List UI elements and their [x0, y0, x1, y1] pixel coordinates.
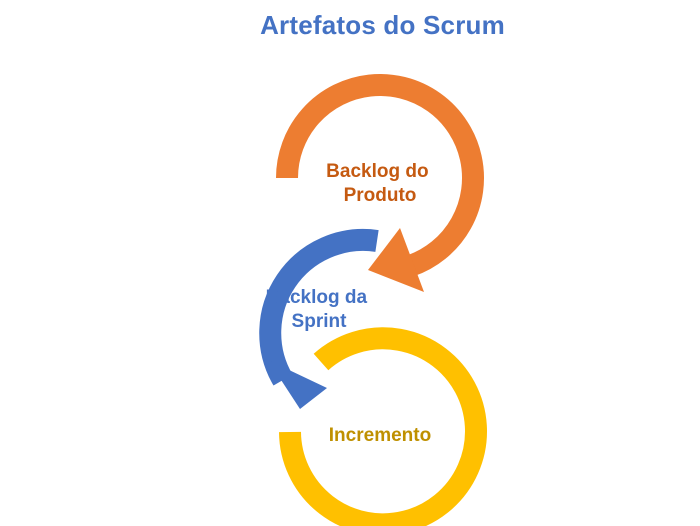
product-backlog-label: Backlog do Produto — [326, 161, 434, 206]
sprint-backlog-label-line2: Sprint — [292, 311, 348, 332]
product-backlog-label-line1: Backlog do — [326, 161, 428, 182]
sprint-backlog-arc — [259, 228, 379, 386]
sprint-backlog-cycle-arrow — [259, 228, 379, 409]
increment-label-line1: Incremento — [329, 425, 431, 446]
product-backlog-arc — [276, 73, 484, 277]
increment-cycle-arrow — [279, 327, 487, 526]
sprint-backlog-label: Backlog da Sprint — [266, 287, 373, 332]
product-backlog-label-line2: Produto — [344, 185, 417, 206]
sprint-backlog-label-line1: Backlog da — [266, 287, 368, 308]
product-backlog-arrowhead — [368, 228, 424, 292]
product-backlog-cycle-arrow — [276, 73, 484, 292]
increment-arc — [279, 327, 487, 526]
increment-label: Incremento — [329, 425, 431, 446]
sprint-backlog-arrowhead — [268, 360, 327, 409]
diagram-title: Artefatos do Scrum — [260, 10, 505, 40]
